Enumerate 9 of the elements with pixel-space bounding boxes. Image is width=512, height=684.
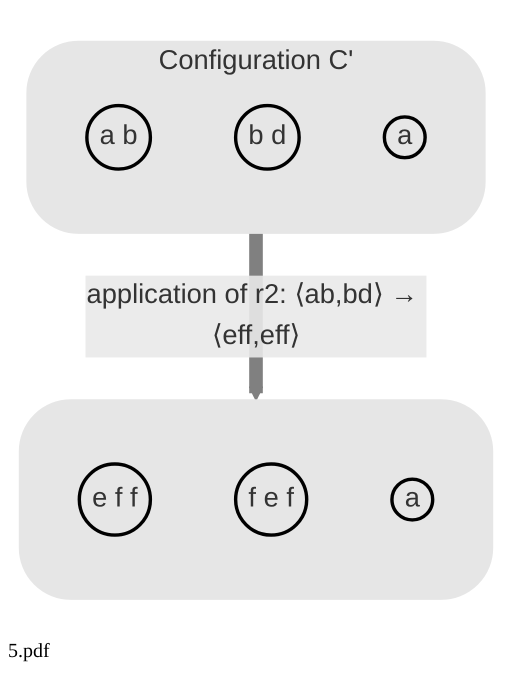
node-circle: b d [234, 104, 301, 170]
edge-label: application of r2: ⟨ab,bd⟩ → ⟨eff,eff⟩ [86, 280, 418, 350]
node-circle: a [390, 477, 434, 522]
node-circle: a [382, 114, 427, 160]
cluster [18, 398, 494, 600]
file-name-label: 5.pdf [8, 640, 51, 663]
node-circle: a b [85, 104, 152, 170]
node-circle: f e f [234, 462, 308, 536]
node-circle: e f f [78, 462, 152, 536]
